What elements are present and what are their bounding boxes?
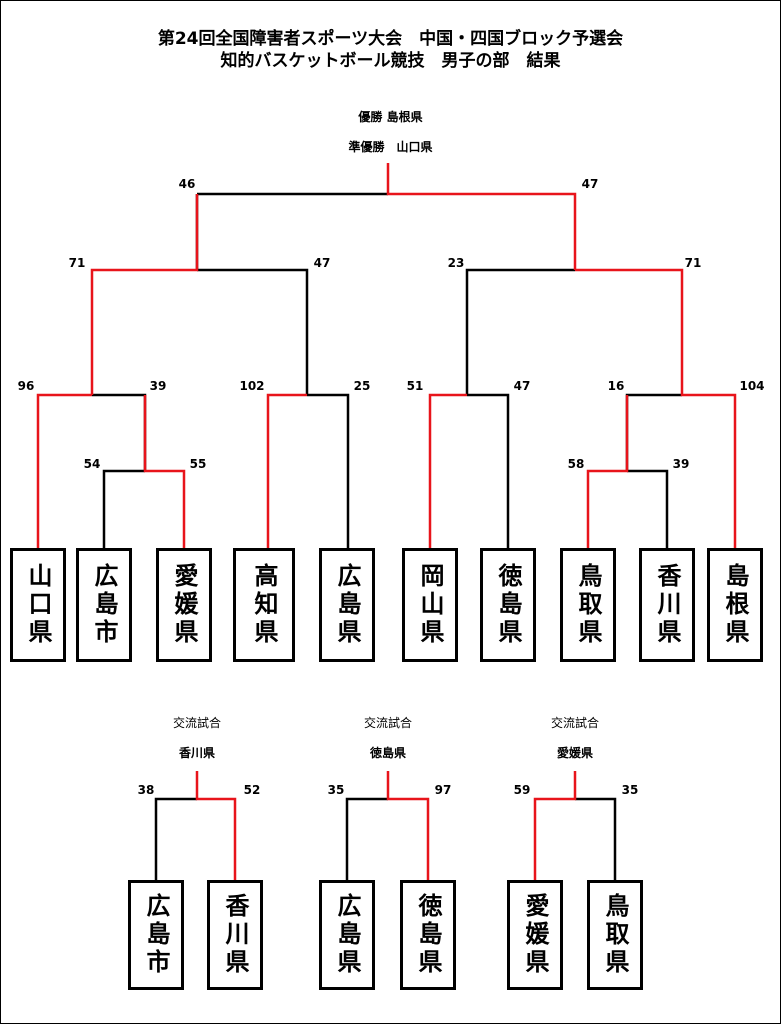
team-box: 愛媛県 [156,548,212,662]
exchange-score-right: 52 [243,783,261,797]
score-final-left: 46 [178,177,196,191]
exchange-team-box: 徳島県 [400,880,456,990]
exchange-score-left: 38 [137,783,155,797]
score-qf1-b: 39 [149,379,167,393]
exchange-score-right: 35 [621,783,639,797]
team-box: 広島県 [319,548,375,662]
exchange-label: 交流試合 [172,716,221,730]
exchange-winner: 愛媛県 [556,746,593,760]
team-box: 香川県 [639,548,695,662]
score-qf2-b: 25 [353,379,371,393]
title-line-1: 第24回全国障害者スポーツ大会 中国・四国ブロック予選会 [157,29,624,49]
score-semi-right-a: 23 [447,256,465,270]
exchange-score-right: 97 [434,783,452,797]
exchange-team-box: 愛媛県 [507,880,563,990]
exchange-team-box: 広島県 [319,880,375,990]
score-r1-right-a: 58 [567,457,585,471]
title-line-2: 知的バスケットボール競技 男子の部 結果 [220,51,561,71]
exchange-team-box: 香川県 [207,880,263,990]
score-qf2-a: 102 [239,379,265,393]
exchange-score-left: 59 [513,783,531,797]
exchange-label: 交流試合 [550,716,599,730]
team-box: 徳島県 [480,548,536,662]
score-qf4-b: 104 [739,379,765,393]
winning-lines [36,163,737,880]
exchange-winner: 香川県 [178,746,215,760]
team-box: 広島市 [76,548,132,662]
exchange-label: 交流試合 [363,716,412,730]
exchange-score-left: 35 [327,783,345,797]
exchange-team-box: 鳥取県 [587,880,643,990]
team-box: 岡山県 [402,548,458,662]
score-semi-right-b: 71 [684,256,702,270]
champion-label: 優勝 島根県 [358,110,423,124]
score-qf4-a: 16 [607,379,625,393]
team-box: 鳥取県 [560,548,616,662]
score-r1-left-a: 54 [83,457,101,471]
score-qf3-b: 47 [513,379,531,393]
exchange-team-box: 広島市 [128,880,184,990]
score-semi-left-b: 47 [313,256,331,270]
exchange-winner: 徳島県 [369,746,406,760]
team-box: 山口県 [10,548,66,662]
runner-up-label: 準優勝 山口県 [348,140,433,154]
score-semi-left-a: 71 [68,256,86,270]
score-qf3-a: 51 [406,379,424,393]
score-r1-right-b: 39 [672,457,690,471]
score-qf1-a: 96 [17,379,35,393]
team-box: 島根県 [707,548,763,662]
score-final-right: 47 [581,177,599,191]
score-r1-left-b: 55 [189,457,207,471]
team-box: 高知県 [233,548,295,662]
